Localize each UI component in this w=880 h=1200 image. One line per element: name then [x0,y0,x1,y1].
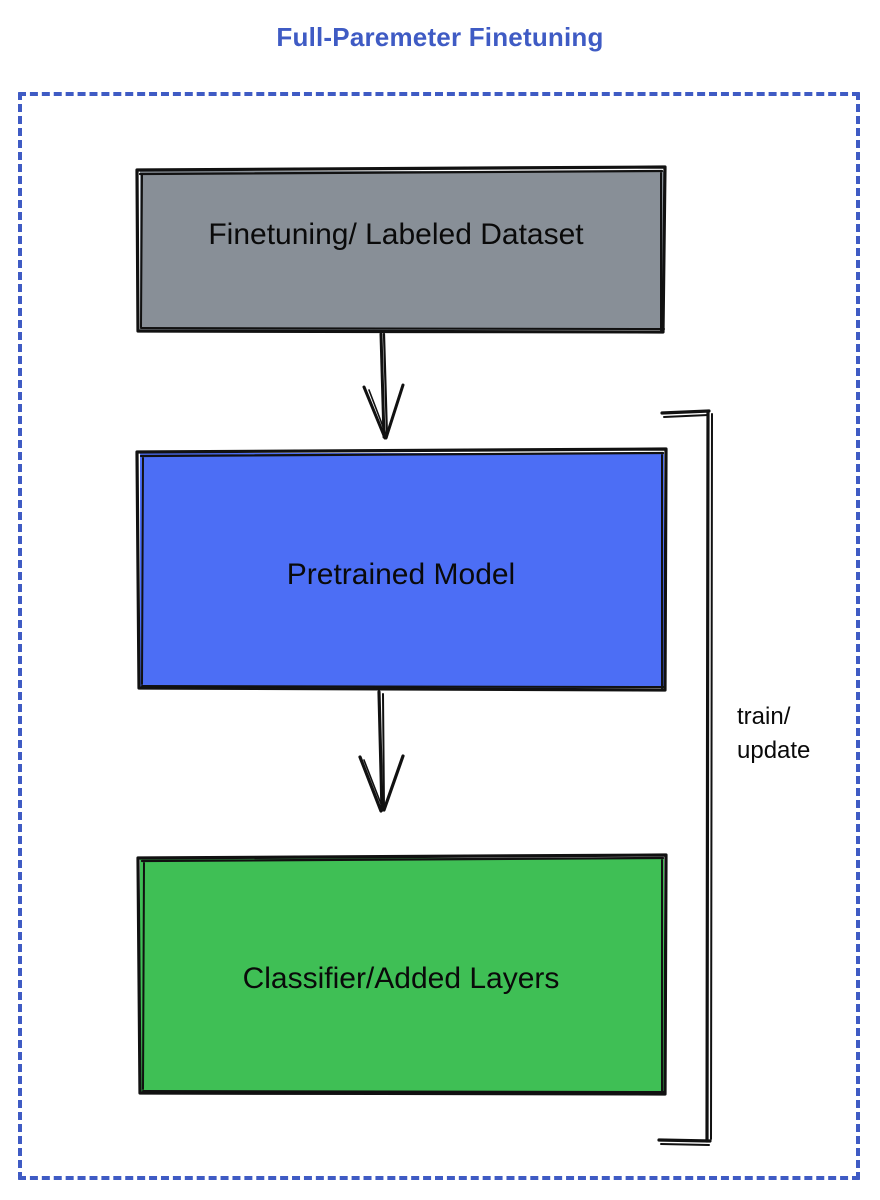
dashed-container-frame [18,92,860,1180]
feedback-edge-label-line1: train/ [737,703,791,730]
page-title: Full-Paremeter Finetuning [276,22,604,52]
feedback-edge-label-line2: update [737,737,811,765]
node-dataset-label: Finetuning/ Labeled Dataset [208,218,584,251]
node-classifier-label: Classifier/Added Layers [242,962,560,995]
node-pretrained-label: Pretrained Model [286,558,516,591]
feedback-edge-label: train/ update [737,700,810,768]
